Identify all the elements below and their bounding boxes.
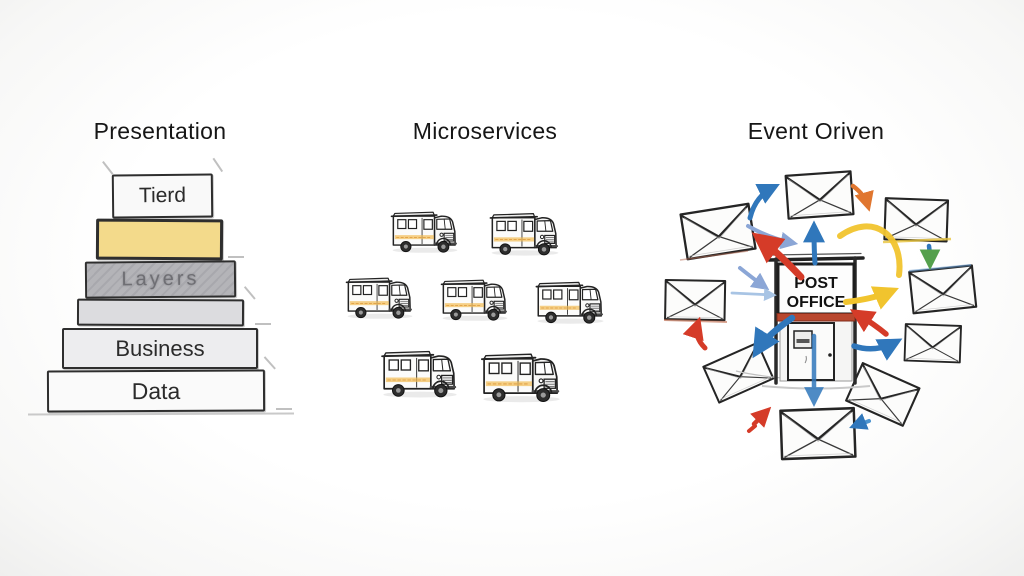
envelope [903, 322, 963, 364]
arrow-periwinkle-down-right-2 [738, 266, 770, 291]
arrow-blue-down-left [752, 314, 796, 359]
arrow-blue-green-down [919, 243, 941, 271]
arrow-yellow-arc [837, 223, 903, 278]
arrow-blue-right [851, 338, 903, 361]
arrow-orange-down [850, 183, 874, 212]
delivery-truck [345, 277, 414, 320]
pyramid-block-label: Layers [121, 267, 200, 291]
delivery-truck [440, 279, 509, 322]
envelope [663, 278, 727, 322]
arrow-red-small-up-right [750, 406, 772, 428]
sketch-tick [276, 408, 292, 410]
microservices-trucks-illustration [345, 211, 605, 404]
arrow-yellow-right [843, 286, 899, 310]
post-office-building: POST OFFICE [735, 252, 871, 390]
delivery-truck [390, 211, 459, 254]
pyramid-ground-line [27, 412, 295, 416]
arrow-lightblue-right [730, 288, 777, 301]
pyramid-block-data: Data [46, 369, 266, 413]
delivery-truck [480, 352, 562, 404]
post-office-sign-line1: POST [794, 275, 838, 292]
delivery-truck [535, 281, 605, 325]
delivery-truck [489, 212, 560, 257]
envelope [908, 264, 978, 315]
envelope [779, 406, 857, 461]
sketch-tick [244, 286, 256, 300]
arrow-blue-up [803, 220, 826, 266]
pyramid-block-label: Tierd [138, 183, 187, 208]
event-flow-arrows [682, 183, 941, 433]
sketch-accent-red [679, 250, 749, 261]
pyramid-block-thin [76, 298, 245, 327]
event-driven-title: Event Oriven [747, 118, 885, 144]
envelope [845, 362, 921, 427]
pyramid-block-layers: Layers [84, 260, 237, 299]
arrow-red-up-left [751, 232, 805, 281]
presentation-title: Presentation [93, 118, 227, 144]
pyramid-block-label: Data [131, 377, 181, 404]
envelope [702, 341, 775, 404]
event-driven-illustration: POST OFFICE [663, 170, 978, 461]
pyramid-block-yellow [95, 218, 224, 261]
pyramid-block-tiered: Tierd [111, 173, 214, 219]
arrow-blue-small-left [849, 413, 871, 430]
arrow-red-up-left-2 [849, 309, 889, 337]
sketch-tick [255, 323, 271, 325]
envelope [784, 170, 855, 220]
sketch-tick [102, 160, 114, 175]
arrow-blue-up-right [747, 184, 780, 221]
arrow-red-up [682, 316, 708, 351]
delivery-truck [380, 350, 458, 399]
sketch-tick [264, 356, 276, 370]
envelope [883, 197, 950, 243]
post-office-sign-line2: OFFICE [787, 294, 846, 311]
microservices-title: Microservices [412, 118, 558, 144]
pyramid-block-label: Business [115, 335, 205, 361]
sketch-red-tick [747, 424, 757, 433]
pyramid-block-business: Business [62, 328, 258, 369]
sketch-tick [212, 157, 224, 172]
sketch-tick [228, 256, 244, 258]
